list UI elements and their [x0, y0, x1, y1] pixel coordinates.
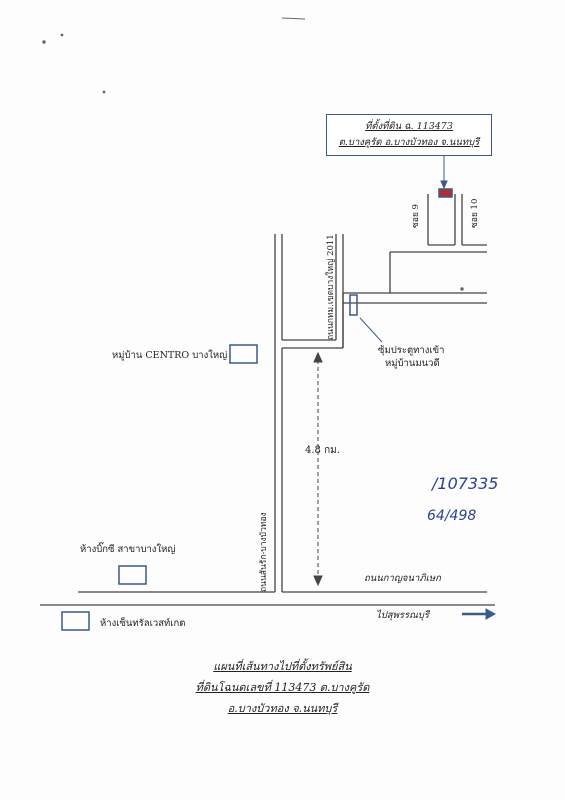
plot-pointer: [440, 156, 448, 190]
centro-label: หมู่บ้าน CENTRO บางใหญ่: [112, 350, 228, 361]
road-connector: [281, 234, 336, 349]
scan-marks: [42, 17, 464, 291]
central-west-marker: [61, 611, 90, 631]
caption-line2: ที่ดินโฉนดเลขที่ 113473 ต.บางคูรัด: [195, 681, 370, 694]
caption-line3: อ.บางบัวทอง จ.นนทบุรี: [227, 702, 338, 715]
road-kanchanaphisek-label: ถนนกาญจนาภิเษก: [364, 573, 441, 584]
centro-marker: [229, 344, 258, 364]
village-label: หมู่บ้านมนวดี: [385, 358, 440, 369]
central-west-label: ห้างเซ็นทรัลเวสท์เกต: [100, 618, 186, 629]
bigc-marker: [118, 565, 147, 585]
soi9-label: ซอย 9: [411, 204, 421, 228]
gate-marker: [349, 294, 358, 316]
location-line2: ต.บางคูรัด อ.บางบัวทอง จ.นนทบุรี: [338, 137, 480, 148]
soi10-label: ซอย 10: [470, 198, 480, 228]
road-2011: [335, 234, 344, 349]
to-suphan-label: ไปสุพรรณบุรี: [376, 610, 430, 621]
handwritten-line2: 64/498: [427, 508, 477, 524]
plot-marker: [438, 188, 453, 198]
road-soi: [427, 194, 487, 246]
arrow-to-suphan: [462, 608, 497, 620]
bigc-label: ห้างบิ๊กซี สาขาบางใหญ่: [80, 544, 176, 555]
caption-line1: แผนที่เส้นทางไปที่ตั้งทรัพย์สิน: [213, 660, 352, 673]
location-line1: ที่ตั้งที่ดิน ฉ. 113473: [365, 121, 453, 132]
road-bangbuathong-label: ถนนสันรัก-บางบัวทอง: [259, 512, 269, 592]
road-2011-label: ถนนกทม.เขตบางใหญ่ 2011: [326, 234, 336, 340]
location-box: ที่ตั้งที่ดิน ฉ. 113473 ต.บางคูรัด อ.บาง…: [326, 114, 492, 156]
road-bangbuathong: [274, 234, 283, 592]
gate-label: ซุ้มประตูทางเข้า: [378, 345, 445, 356]
distance-arrow: [313, 351, 323, 587]
road-east: [342, 251, 487, 348]
distance-label: 4.8 กม.: [305, 445, 340, 456]
handwritten-line1: /107335: [432, 474, 499, 493]
gate-pointer: [359, 317, 383, 343]
